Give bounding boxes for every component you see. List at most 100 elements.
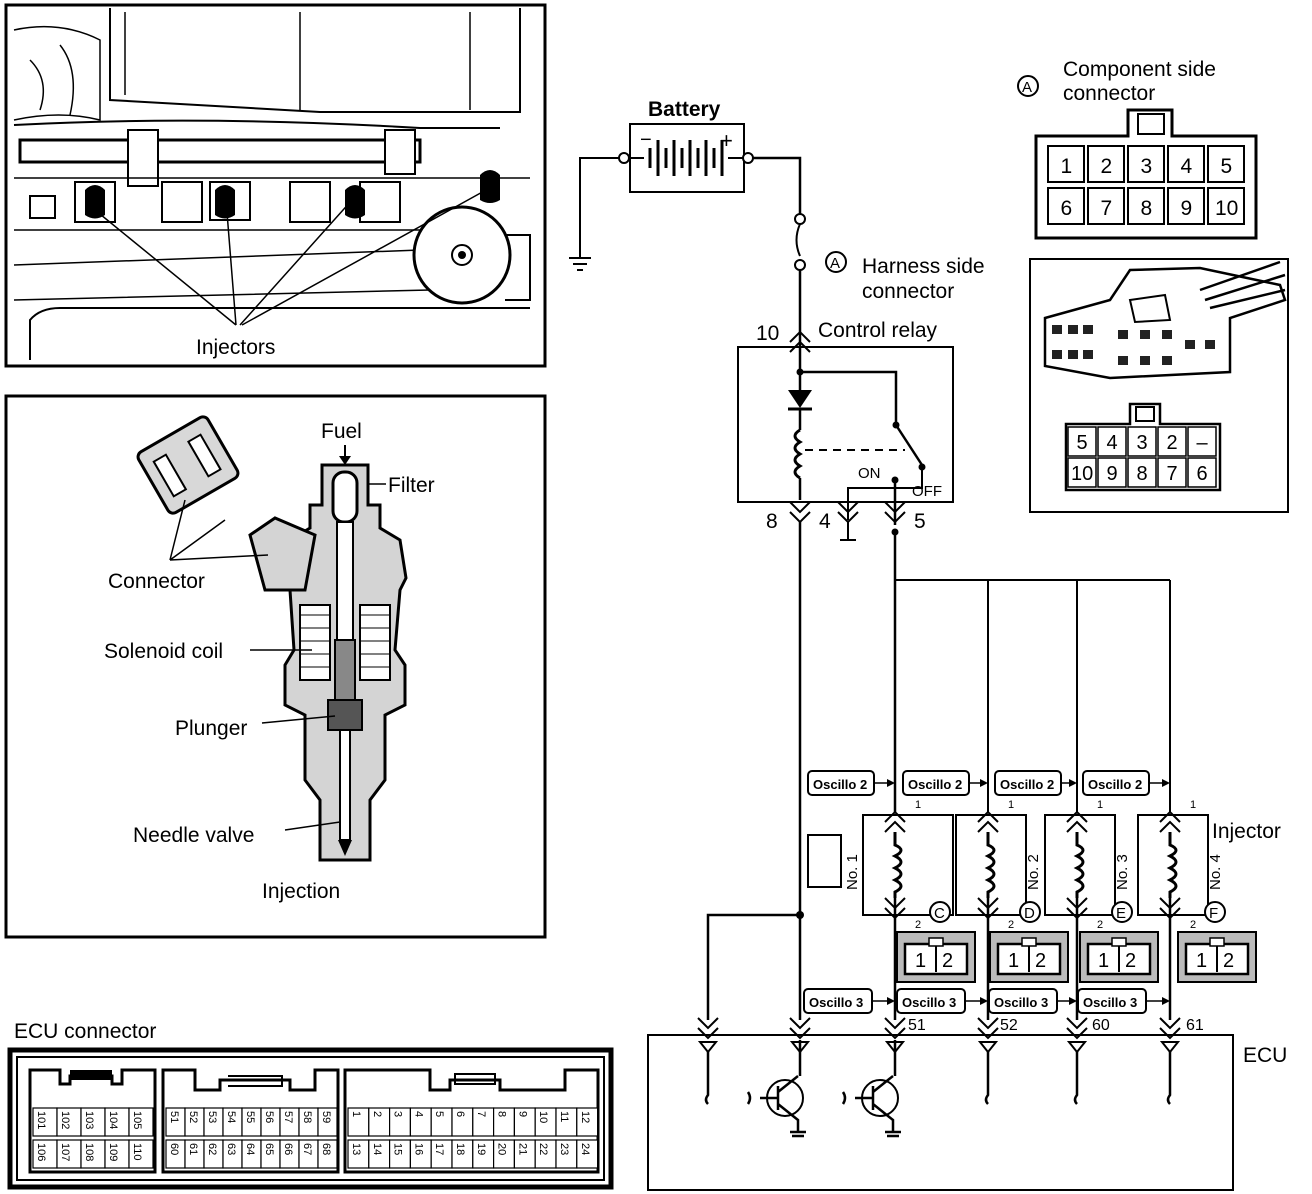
ecu-pin-label: 108 <box>83 1143 95 1161</box>
relay-on-label: ON <box>858 465 881 482</box>
solenoid-coil-label: Solenoid coil <box>104 640 223 663</box>
harness-marker: A <box>830 255 840 272</box>
harness-pin-label: 3 <box>1137 432 1148 454</box>
injector-pin-1: 1 <box>1097 799 1103 811</box>
ecu-terminal-number: 52 <box>1000 1017 1018 1034</box>
ecu-pin-label: 105 <box>131 1111 143 1129</box>
connector-marker <box>1019 901 1041 923</box>
oscillo-2-label: Oscillo 2 <box>1088 777 1142 792</box>
component-pin-cell <box>1127 187 1165 225</box>
ecu-pin-label: 60 <box>168 1143 180 1155</box>
fuel-label: Fuel <box>321 420 362 443</box>
ecu-pin-label: 68 <box>320 1143 332 1155</box>
ground-icon <box>569 257 591 271</box>
harness-connector-label: A Harness side connector <box>825 251 985 303</box>
connector-marker-label: D <box>1024 905 1035 922</box>
connector-chevron <box>1066 810 1088 833</box>
ecu-pin-label: 1 <box>350 1111 362 1117</box>
ecu-terminal-chevron <box>789 1017 811 1040</box>
ecu-pin-label: 59 <box>320 1111 332 1123</box>
relay-coil-icon <box>793 428 803 480</box>
control-relay-label: Control relay <box>818 319 938 342</box>
injector-name-2: No. 2 <box>1025 854 1042 890</box>
connector-chevron <box>977 810 999 833</box>
wiring <box>706 522 1172 1020</box>
ecu-pin-label: 51 <box>168 1111 180 1123</box>
needle-valve-label: Needle valve <box>133 824 254 847</box>
injector-pin-1: 1 <box>1008 799 1014 811</box>
injector-pin-2: 2 <box>915 919 921 931</box>
plug-pin-label: 1 <box>1098 950 1109 972</box>
ecu-pin-label: 67 <box>301 1143 313 1155</box>
ecu-pin-label: 8 <box>496 1111 508 1117</box>
component-pin-cell <box>1087 187 1125 225</box>
ecu-pin-cell <box>104 1139 130 1169</box>
injector-name-1: No. 1 <box>844 854 861 890</box>
ecu-label: ECU <box>1243 1044 1287 1067</box>
ecu-pin-label: 7 <box>475 1111 487 1117</box>
harness-pin-cell <box>1097 457 1127 488</box>
component-pin-label: 4 <box>1181 155 1193 178</box>
harness-pin-label: 7 <box>1167 463 1178 485</box>
harness-pin-cell <box>1067 426 1097 457</box>
injector-coil-icon <box>1073 832 1085 898</box>
injector-location-photo: Injectors <box>4 3 547 368</box>
ecu-terminal-chevron <box>977 1017 999 1040</box>
injector-label: Injector <box>1212 820 1281 843</box>
ecu-pin-label: 5 <box>433 1111 445 1117</box>
ecu-pin-label: 19 <box>475 1143 487 1155</box>
harness-pin-cell <box>1157 457 1187 488</box>
plug-pin-label: 2 <box>1035 950 1046 972</box>
harness-pin-label: 6 <box>1197 463 1208 485</box>
component-pin-cell <box>1127 145 1165 183</box>
harness-pin-label: 8 <box>1137 463 1148 485</box>
ecu-pin-label: 102 <box>59 1111 71 1129</box>
ecu-pin-label: 15 <box>392 1143 404 1155</box>
injector-box <box>862 814 954 916</box>
plug-pin-label: 1 <box>915 950 926 972</box>
ecu-pin-label: 13 <box>350 1143 362 1155</box>
ecu-pin-label: 10 <box>537 1111 549 1123</box>
component-pin-cell <box>1087 145 1125 183</box>
component-pin-label: 6 <box>1061 197 1073 220</box>
connector-marker-label: F <box>1209 905 1218 922</box>
ecu-pin-label: 6 <box>454 1111 466 1117</box>
ecu-pin-cell <box>576 1107 599 1137</box>
svg-text:connector: connector <box>862 280 954 303</box>
component-pin-cell <box>1207 145 1245 183</box>
harness-pin-cell <box>1187 457 1217 488</box>
harness-pin-label: 9 <box>1107 463 1118 485</box>
component-pin-label: 3 <box>1141 155 1153 178</box>
fuse-icon <box>795 223 801 257</box>
ecu-pin-label: 106 <box>35 1143 47 1161</box>
injector-pin-2: 2 <box>1097 919 1103 931</box>
filter-label: Filter <box>388 474 435 497</box>
oscillo-3-label: Oscillo 3 <box>902 995 956 1010</box>
component-pin-label: 7 <box>1101 197 1113 220</box>
ecu-pin-label: 20 <box>496 1143 508 1155</box>
ecu-pin-label: 66 <box>282 1143 294 1155</box>
oscillo-2-label: Oscillo 2 <box>813 777 867 792</box>
ecu-pin-label: 54 <box>225 1111 237 1123</box>
relay-pin-8: 8 <box>766 510 778 533</box>
oscillo-3-label: Oscillo 3 <box>1083 995 1137 1010</box>
ecu-pin-label: 109 <box>107 1143 119 1161</box>
ecu-pin-label: 62 <box>206 1143 218 1155</box>
connector-chevron <box>1159 810 1181 833</box>
injector-cutaway-panel: Fuel Filter Connector Solenoid coil Plun… <box>4 394 547 939</box>
ecu-pin-cell <box>32 1139 58 1169</box>
component-pin-cell <box>1167 187 1205 225</box>
battery-minus: − <box>640 129 652 151</box>
harness-pin-cell <box>1127 457 1157 488</box>
battery-symbol: Battery − + <box>618 98 754 193</box>
